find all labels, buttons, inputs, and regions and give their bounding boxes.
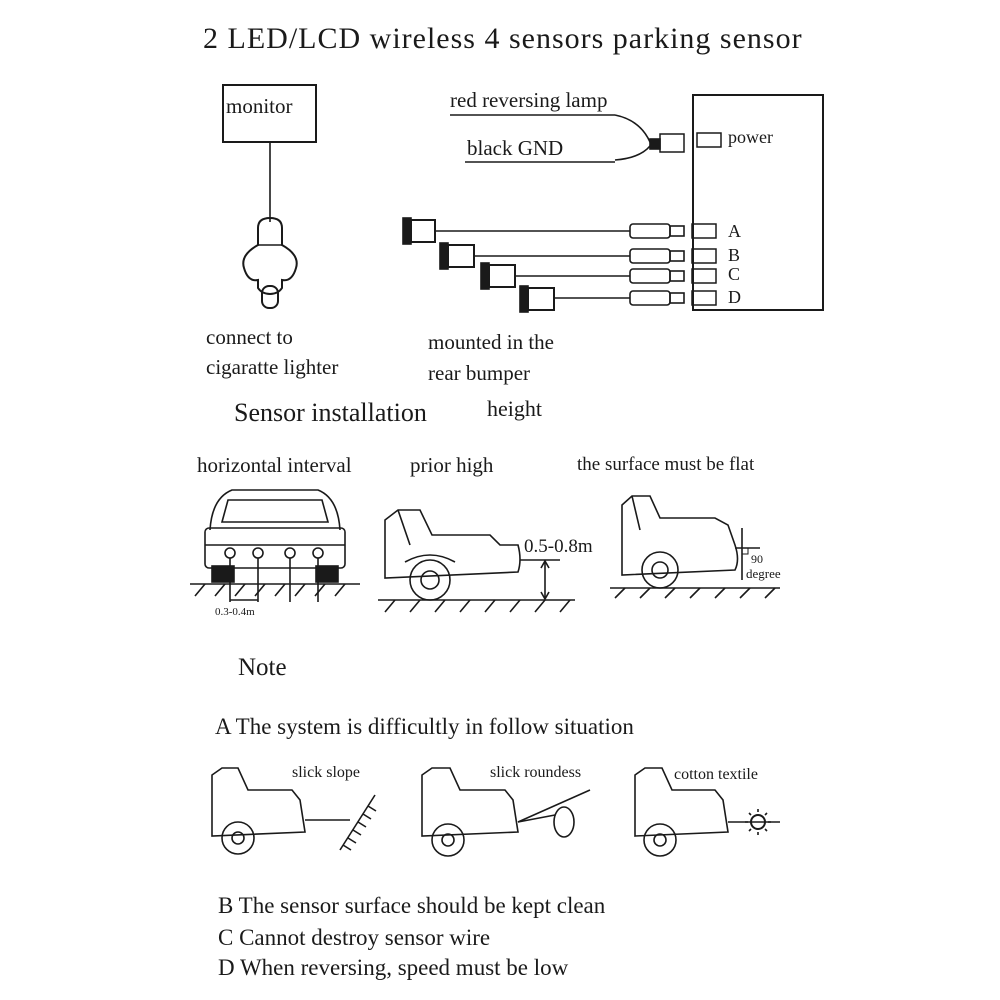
note-item-d: D When reversing, speed must be low — [218, 955, 569, 980]
page-title: 2 LED/LCD wireless 4 sensors parking sen… — [203, 22, 803, 55]
note-item-b: B The sensor surface should be kept clea… — [218, 893, 606, 918]
slick-roundess-drawing — [421, 767, 591, 857]
lighter-caption-line1: connect to — [206, 325, 293, 349]
situation-label-roundess: slick roundess — [490, 764, 582, 781]
panel3-angle-unit: degree — [746, 566, 781, 581]
bumper-caption-line1: mounted in the — [428, 330, 554, 354]
black-wire-label: black GND — [467, 136, 564, 160]
panel2-label: prior high — [410, 453, 494, 477]
port-label-d: D — [728, 287, 741, 307]
port-label-b: B — [728, 245, 741, 265]
car-side-view-height-drawing — [378, 509, 575, 613]
panel3-angle: 90 — [751, 552, 763, 566]
car-rear-view-drawing — [190, 489, 360, 602]
bumper-caption-line2: rear bumper — [428, 361, 531, 385]
port-label-c: C — [728, 264, 741, 284]
note-item-c: C Cannot destroy sensor wire — [218, 925, 491, 950]
car-side-view-flat-drawing — [610, 495, 780, 599]
cotton-textile-drawing — [634, 767, 780, 857]
red-wire-label: red reversing lamp — [450, 88, 608, 112]
panel1-measure: 0.3-0.4m — [215, 606, 255, 618]
panel2-measure: 0.5-0.8m — [524, 536, 593, 557]
note-item-a: A The system is difficultly in follow si… — [215, 714, 634, 739]
installation-heading: Sensor installation — [234, 398, 427, 427]
situation-label-textile: cotton textile — [674, 766, 758, 783]
port-label-a: A — [728, 221, 741, 241]
height-label: height — [487, 396, 542, 421]
slick-slope-drawing — [211, 767, 377, 855]
cigarette-plug-icon — [242, 216, 298, 296]
control-box — [692, 94, 824, 311]
monitor-label: monitor — [226, 94, 293, 118]
lighter-caption-line2: cigaratte lighter — [206, 355, 339, 379]
note-heading: Note — [238, 654, 287, 681]
situation-label-slope: slick slope — [292, 764, 360, 781]
power-label: power — [728, 127, 773, 147]
panel1-label: horizontal interval — [197, 453, 352, 477]
panel3-label: the surface must be flat — [577, 454, 755, 475]
